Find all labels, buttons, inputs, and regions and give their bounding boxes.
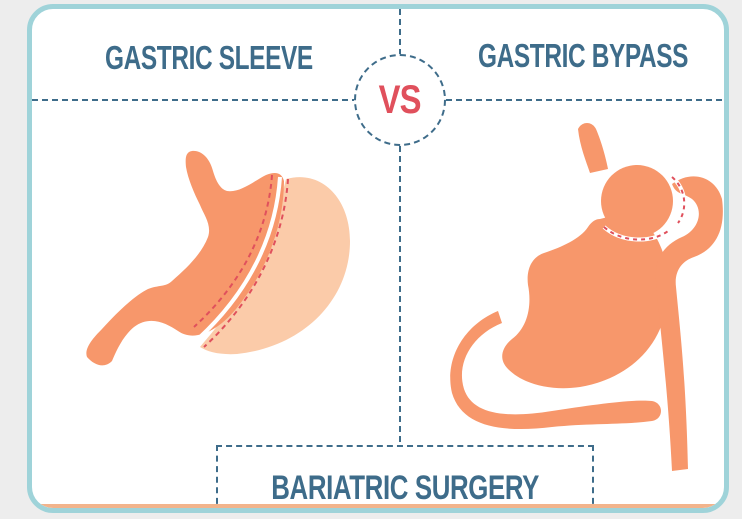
bypassed-stomach: [502, 216, 668, 388]
vs-badge: VS: [354, 54, 446, 146]
gastric-sleeve-heading: GASTRIC SLEEVE: [105, 41, 313, 74]
footer-text-wrap: BARIATRIC SURGERY: [218, 471, 592, 505]
vs-label: VS: [379, 80, 421, 120]
diagram-frame: GASTRIC SLEEVE GASTRIC BYPASS VS BARIATR…: [27, 4, 729, 513]
esophagus-tube: [578, 123, 608, 173]
bottom-accent-strip: [32, 504, 724, 508]
gastric-bypass-heading: GASTRIC BYPASS: [478, 39, 688, 72]
footer-label-box: BARIATRIC SURGERY: [216, 445, 594, 513]
gastric-pouch: [601, 165, 673, 237]
stomach-bypass-icon: [450, 123, 723, 471]
stomach-sleeve-icon: [86, 151, 350, 365]
bariatric-surgery-label: BARIATRIC SURGERY: [271, 471, 539, 505]
